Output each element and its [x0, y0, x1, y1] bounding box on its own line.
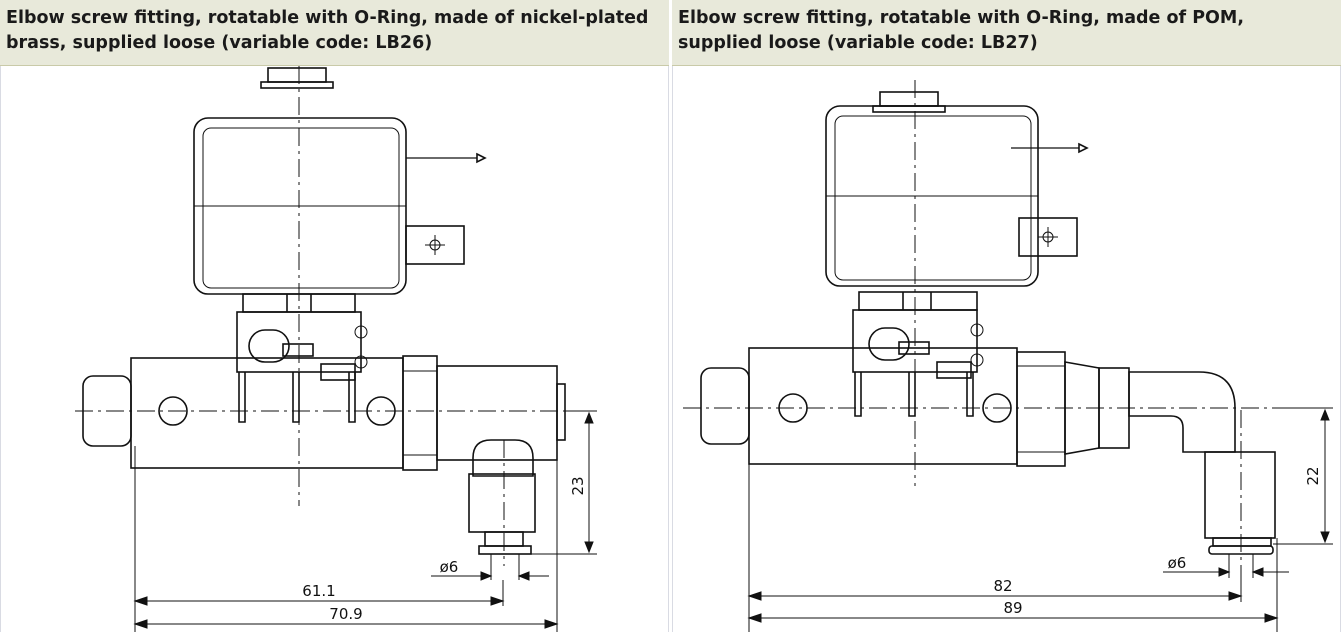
- technical-drawing-lb26: 23 ø6 61.1 70.9: [75, 66, 597, 632]
- panel-header-lb26: Elbow screw fitting, rotatable with O-Ri…: [0, 0, 669, 66]
- dimension-lines: [747, 407, 1333, 632]
- dim-height-label: 22: [1304, 466, 1322, 485]
- panel-title-line2: supplied loose (variable code: LB27): [678, 33, 1038, 53]
- center-lines: [683, 80, 1333, 576]
- tube: [700, 347, 1130, 467]
- dim-height-label: 23: [569, 476, 587, 495]
- panel-divider: [669, 0, 672, 632]
- dim-length-short-label: 82: [993, 577, 1012, 595]
- elbow-fitting: [1128, 371, 1276, 555]
- tube: [82, 355, 566, 471]
- solenoid-coil: [193, 67, 487, 295]
- technical-drawing-lb27: 22 ø6 82 89: [683, 80, 1333, 632]
- solenoid-coil: [825, 91, 1089, 287]
- drawing-area-lb27: 22 ø6 82 89: [672, 66, 1341, 632]
- valve-body: [236, 293, 368, 423]
- panel-title-line2: brass, supplied loose (variable code: LB…: [6, 33, 433, 53]
- dim-length-long-label: 89: [1003, 599, 1022, 617]
- elbow-fitting: [468, 439, 536, 555]
- valve-body: [852, 291, 984, 417]
- drawing-area-lb26: 23 ø6 61.1 70.9: [0, 66, 669, 632]
- dim-length-long-label: 70.9: [329, 605, 362, 623]
- dimension-lines: [133, 410, 597, 632]
- panel-lb26: Elbow screw fitting, rotatable with O-Ri…: [0, 0, 669, 632]
- dim-diameter-label: ø6: [1168, 554, 1187, 572]
- panel-title-line1: Elbow screw fitting, rotatable with O-Ri…: [6, 8, 649, 28]
- panel-lb27: Elbow screw fitting, rotatable with O-Ri…: [672, 0, 1341, 632]
- center-lines: [75, 66, 597, 566]
- panel-title-line1: Elbow screw fitting, rotatable with O-Ri…: [678, 8, 1244, 28]
- panel-header-lb27: Elbow screw fitting, rotatable with O-Ri…: [672, 0, 1341, 66]
- dim-diameter-label: ø6: [440, 558, 459, 576]
- dim-length-short-label: 61.1: [302, 582, 335, 600]
